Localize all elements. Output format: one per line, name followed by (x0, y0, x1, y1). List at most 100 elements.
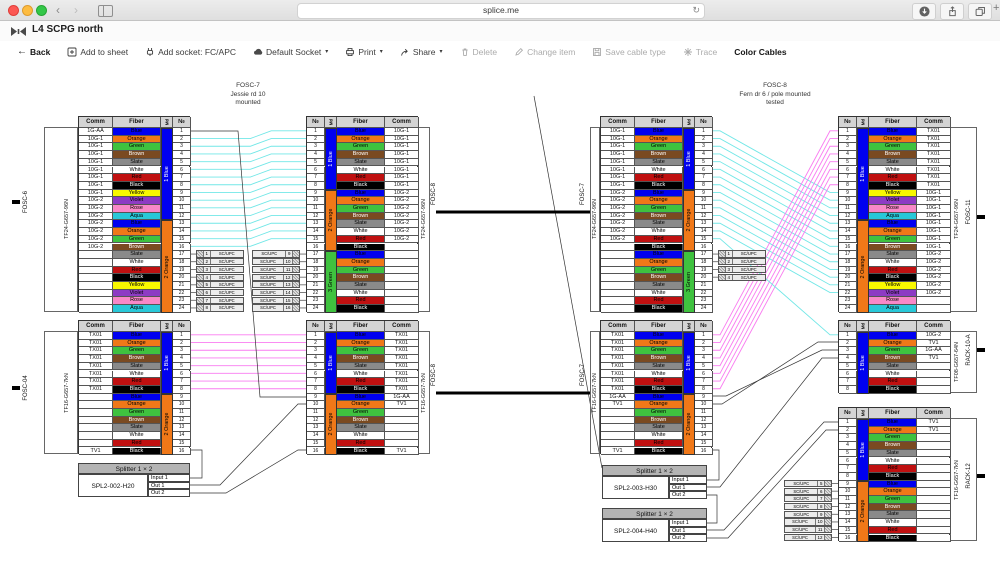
fiber-number-cell[interactable]: 11 (839, 496, 857, 504)
comm-cell[interactable] (601, 424, 635, 433)
comm-cell[interactable]: 10G-1 (79, 158, 113, 167)
fiber-cell[interactable]: White (113, 432, 161, 440)
comm-cell[interactable]: TX01 (917, 158, 951, 167)
fiber-number-cell[interactable]: 20 (307, 274, 325, 282)
fiber-cell[interactable]: Green (869, 496, 917, 504)
comm-cell[interactable]: TV1 (79, 447, 113, 456)
fiber-cell[interactable]: Rose (113, 205, 161, 213)
fiber-number-cell[interactable]: 11 (173, 409, 191, 417)
comm-cell[interactable] (385, 409, 419, 417)
fiber-number-cell[interactable]: 14 (695, 432, 713, 440)
fiber-cell[interactable]: Slate (113, 362, 161, 371)
fiber-cell[interactable]: Green (869, 143, 917, 152)
comm-cell[interactable] (601, 251, 635, 259)
comm-cell[interactable]: 10G-1 (601, 151, 635, 159)
fiber-cell[interactable]: Orange (337, 258, 385, 267)
comm-cell[interactable]: 10G-2 (79, 220, 113, 229)
fiber-cell[interactable]: Orange (635, 258, 683, 267)
comm-cell[interactable]: 10G-2 (79, 243, 113, 252)
fiber-cell[interactable]: Slate (869, 449, 917, 458)
fiber-number-cell[interactable]: 4 (173, 151, 191, 159)
fiber-cell[interactable]: Blue (113, 128, 161, 136)
comm-cell[interactable]: 10G-1 (385, 135, 419, 144)
address-bar[interactable]: splice.me ↻ (297, 3, 705, 19)
fiber-cell[interactable]: Blue (113, 393, 161, 402)
fiber-cell[interactable]: Brown (635, 416, 683, 425)
fiber-number-cell[interactable]: 4 (307, 355, 325, 363)
comm-cell[interactable] (79, 393, 113, 402)
fiber-number-cell[interactable]: 2 (307, 135, 325, 144)
fiber-cell[interactable]: Green (869, 347, 917, 356)
fiber-number-cell[interactable]: 10 (173, 197, 191, 205)
fiber-cell[interactable]: Green (635, 347, 683, 356)
fiber-cell[interactable]: Brown (337, 355, 385, 363)
comm-cell[interactable]: TX01 (385, 362, 419, 371)
fiber-number-cell[interactable]: 15 (173, 439, 191, 448)
comm-cell[interactable]: 10G-2 (917, 282, 951, 290)
fiber-cell[interactable]: Black (635, 181, 683, 190)
comm-cell[interactable]: 10G-1 (79, 143, 113, 152)
fiber-number-cell[interactable]: 9 (173, 189, 191, 198)
comm-cell[interactable]: 10G-1 (385, 158, 419, 167)
comm-cell[interactable] (385, 416, 419, 425)
comm-cell[interactable] (601, 439, 635, 448)
fiber-cell[interactable]: Green (337, 205, 385, 213)
fiber-cell[interactable]: White (635, 370, 683, 379)
fiber-number-cell[interactable]: 8 (695, 181, 713, 190)
comm-cell[interactable] (917, 472, 951, 481)
tabs-overview-button[interactable] (968, 2, 992, 20)
fiber-number-cell[interactable]: 23 (695, 297, 713, 306)
comm-cell[interactable] (917, 297, 951, 306)
fiber-cell[interactable]: Red (635, 174, 683, 182)
fiber-cell[interactable]: Slate (337, 424, 385, 433)
comm-cell[interactable] (385, 266, 419, 275)
fiber-number-cell[interactable]: 3 (173, 143, 191, 152)
fiber-cell[interactable]: White (337, 432, 385, 440)
fiber-number-cell[interactable]: 6 (839, 457, 857, 466)
comm-cell[interactable] (79, 258, 113, 267)
fiber-cell[interactable]: Green (337, 347, 385, 356)
fiber-number-cell[interactable]: 22 (307, 289, 325, 298)
comm-cell[interactable]: TX01 (79, 339, 113, 348)
fiber-number-cell[interactable]: 3 (173, 347, 191, 356)
fiber-number-cell[interactable]: 17 (839, 251, 857, 259)
fiber-number-cell[interactable]: 5 (839, 449, 857, 458)
fiber-number-cell[interactable]: 1 (839, 419, 857, 427)
fiber-cell[interactable]: Red (869, 526, 917, 535)
fiber-number-cell[interactable]: 16 (173, 447, 191, 456)
new-tab-icon[interactable]: + (993, 2, 1000, 14)
fiber-number-cell[interactable]: 12 (839, 212, 857, 221)
comm-cell[interactable]: 10G-1 (79, 189, 113, 198)
comm-cell[interactable] (917, 496, 951, 504)
fiber-number-cell[interactable]: 2 (307, 339, 325, 348)
fiber-number-cell[interactable]: 2 (695, 135, 713, 144)
fiber-cell[interactable]: Brown (635, 212, 683, 221)
comm-cell[interactable]: 1G-AA (917, 347, 951, 356)
fiber-cell[interactable]: Blue (869, 419, 917, 427)
fiber-cell[interactable]: Orange (635, 197, 683, 205)
fiber-cell[interactable]: Brown (337, 212, 385, 221)
fiber-number-cell[interactable]: 4 (695, 151, 713, 159)
fiber-cell[interactable]: Slate (635, 424, 683, 433)
fiber-cell[interactable]: Brown (635, 274, 683, 282)
fiber-cell[interactable]: Brown (113, 151, 161, 159)
comm-cell[interactable]: TX01 (601, 347, 635, 356)
fiber-cell[interactable]: Black (337, 243, 385, 252)
fiber-cell[interactable]: Rose (869, 297, 917, 306)
splitter-port-out-2[interactable]: Out 2 (148, 489, 190, 498)
comm-cell[interactable]: TV1 (917, 426, 951, 435)
fiber-number-cell[interactable]: 1 (307, 332, 325, 340)
fiber-number-cell[interactable]: 10 (307, 197, 325, 205)
fiber-cell[interactable]: Blue (635, 332, 683, 340)
comm-cell[interactable] (601, 305, 635, 313)
comm-cell[interactable] (917, 465, 951, 473)
